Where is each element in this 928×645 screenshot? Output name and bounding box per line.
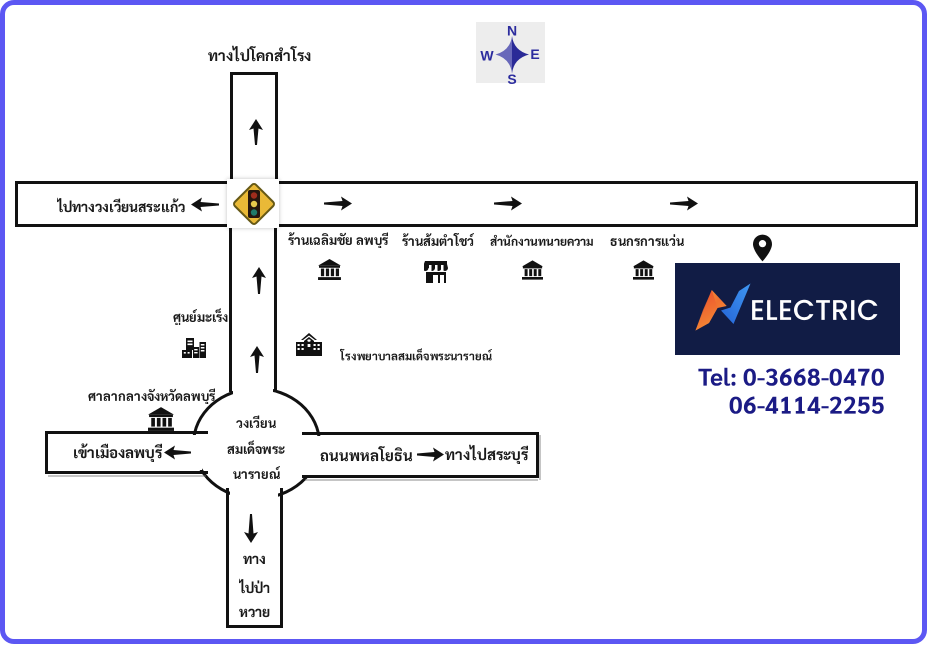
svg-text:W: W bbox=[480, 48, 494, 64]
svg-text:N: N bbox=[507, 23, 517, 39]
svg-text:E: E bbox=[530, 46, 539, 62]
svg-text:S: S bbox=[507, 71, 516, 87]
